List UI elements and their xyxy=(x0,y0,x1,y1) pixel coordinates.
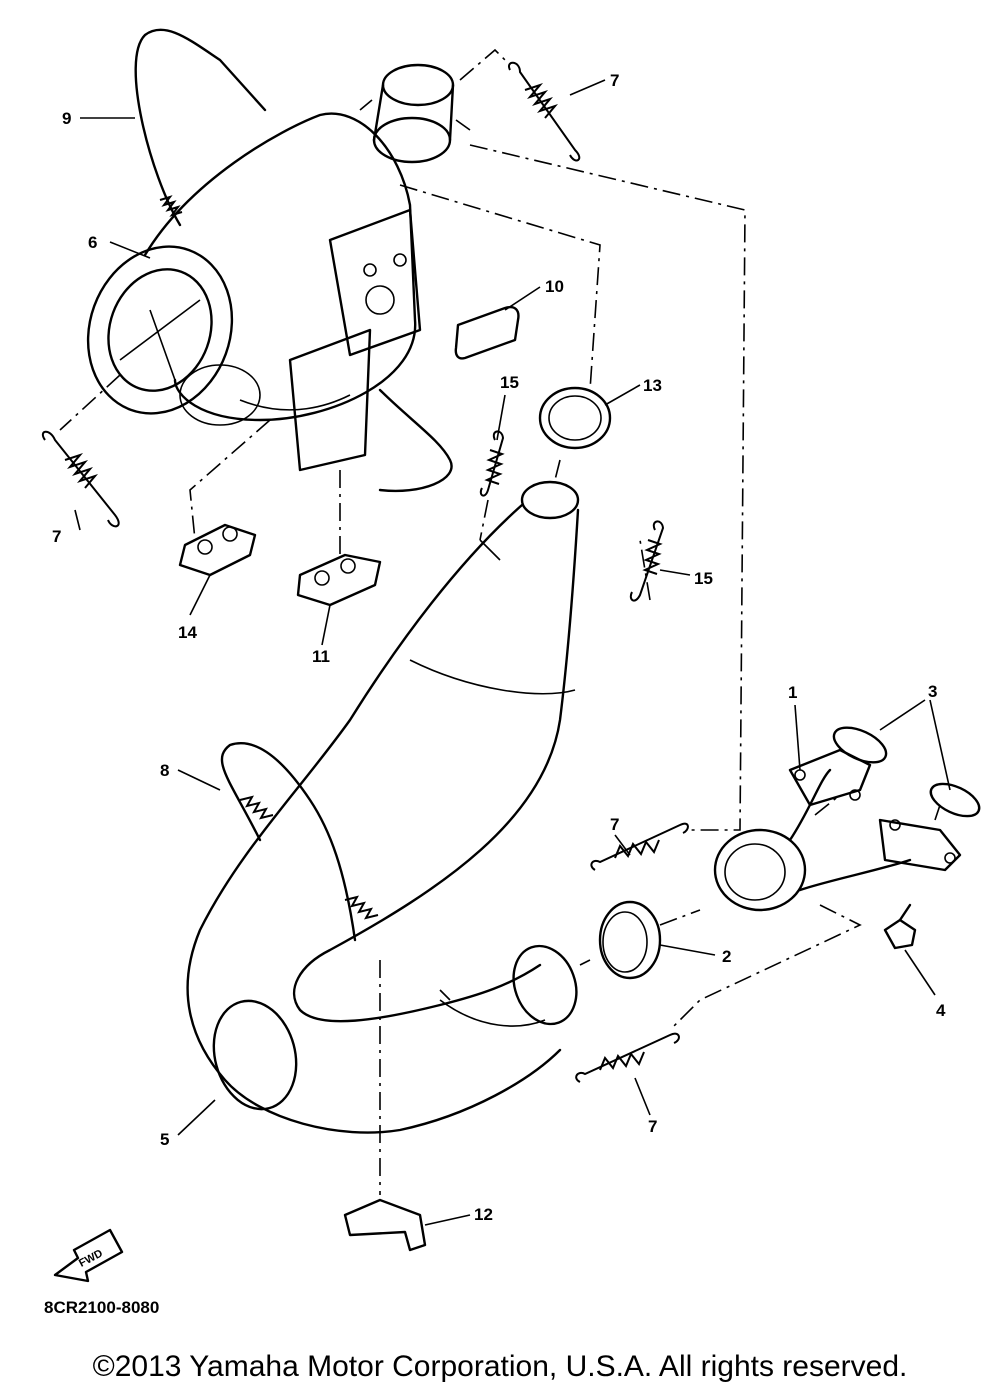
part-5-expansion-chamber xyxy=(186,480,580,1134)
part-7-spring-top-right xyxy=(508,61,581,162)
callout-11: 11 xyxy=(312,647,330,666)
copyright-notice: ©2013 Yamaha Motor Corporation, U.S.A. A… xyxy=(92,1350,908,1383)
callout-5: 5 xyxy=(160,1130,169,1149)
diagram-code: 8CR2100-8080 xyxy=(44,1298,160,1317)
callout-7-middle: 7 xyxy=(610,815,619,834)
part-12-clip xyxy=(343,1198,427,1252)
callout-7-top: 7 xyxy=(610,71,619,90)
part-4-bolt xyxy=(883,903,917,950)
part-7-spring-lower xyxy=(575,1032,680,1083)
part-14-mount xyxy=(178,523,257,577)
callout-3: 3 xyxy=(928,682,937,701)
callout-8: 8 xyxy=(160,761,169,780)
part-11-mount xyxy=(296,553,382,607)
part-7-spring-middle xyxy=(590,822,689,871)
callout-7-bottom: 7 xyxy=(648,1117,657,1136)
callout-2: 2 xyxy=(722,947,731,966)
part-10-damper xyxy=(454,306,520,360)
part-3-gaskets xyxy=(832,726,981,818)
silencer-inlet-pipe xyxy=(359,63,471,164)
part-15-spring-lower xyxy=(629,520,665,602)
part-15-spring-upper xyxy=(479,430,505,497)
callout-12: 12 xyxy=(474,1205,493,1224)
callout-9: 9 xyxy=(62,109,71,128)
part-9-hanger-wire xyxy=(134,28,267,227)
callout-leaders xyxy=(74,79,951,1226)
callout-15-upper: 15 xyxy=(500,373,519,392)
callout-15-lower: 15 xyxy=(694,569,713,588)
callout-14: 14 xyxy=(178,623,197,642)
assembly-lines xyxy=(59,48,941,1195)
callout-10: 10 xyxy=(545,277,564,296)
callout-7-left: 7 xyxy=(52,527,61,546)
callout-4: 4 xyxy=(936,1001,946,1020)
part-1-exhaust-pipe xyxy=(713,748,962,912)
callout-labels: 9 6 7 10 15 13 7 14 11 15 1 3 8 7 2 4 5 … xyxy=(52,71,946,1224)
fwd-arrow-icon: FWD xyxy=(53,1228,124,1283)
callout-6: 6 xyxy=(88,233,97,252)
part-7-spring-upper-left xyxy=(41,430,120,528)
part-8-hanger-wire xyxy=(220,742,379,942)
callout-13: 13 xyxy=(643,376,662,395)
part-13-gasket xyxy=(538,386,612,450)
part-2-sleeve xyxy=(598,900,662,980)
fwd-label: FWD xyxy=(77,1247,105,1269)
callout-1: 1 xyxy=(788,683,797,702)
part-6-silencer xyxy=(86,112,453,493)
